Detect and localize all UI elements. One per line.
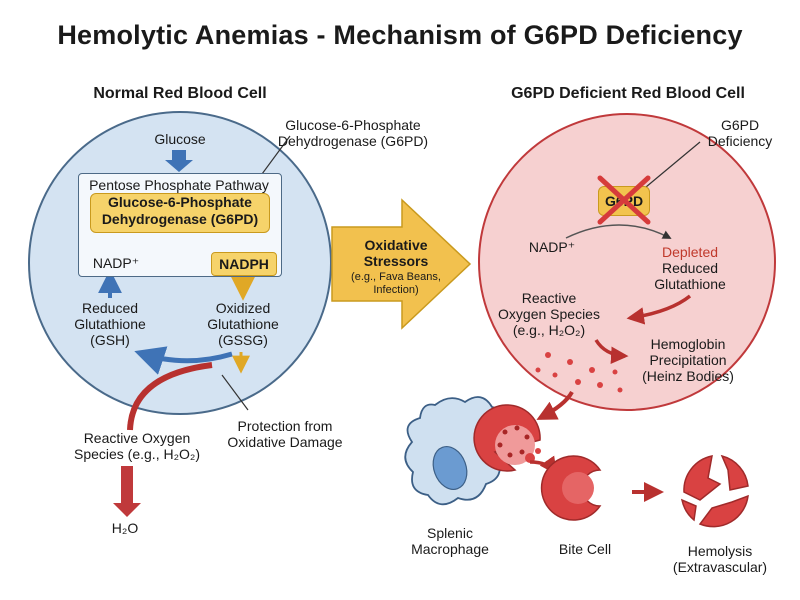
deficiency-callout-line (639, 141, 701, 193)
ros-left-line2: Species (e.g., H₂O₂) (73, 446, 201, 462)
g6pd-line1: Glucose-6-Phosphate (108, 194, 252, 210)
enzyme-callout-label: Glucose-6-Phosphate Dehydrogenase (G6PD) (268, 117, 438, 149)
glucose-arrow (165, 150, 193, 172)
hemolysis-label: Hemolysis (Extravascular) (660, 543, 780, 575)
macrophage-label: Splenic Macrophage (400, 525, 500, 557)
blocked-x-icon (597, 175, 651, 225)
ros-label-left: Reactive Oxygen Species (e.g., H₂O₂) (52, 430, 222, 462)
hemoglobin-line3: (Heinz Bodies) (642, 368, 734, 384)
pathway-label: Pentose Phosphate Pathway (89, 177, 269, 193)
oxidized-gssg-label: Oxidized Glutathione (GSSG) (198, 300, 288, 348)
water-label: H₂O (111, 520, 139, 536)
macrophage-nucleus (432, 446, 468, 490)
hemolysis-line2: (Extravascular) (672, 559, 768, 575)
gssg-to-gsh-arrow (134, 346, 233, 375)
heinz-bodies (535, 352, 623, 393)
gssg-line2: Glutathione (207, 316, 279, 332)
gsh-line1: Reduced (81, 300, 139, 316)
stressor-arrow (331, 198, 472, 330)
glutathione-line1: Reduced (661, 260, 719, 276)
engulfed-rbc-center (495, 425, 535, 465)
nadph-box: NADPH (211, 252, 277, 276)
normal-rbc-heading: Normal Red Blood Cell (93, 85, 267, 102)
protection-callout-line (221, 374, 249, 411)
gsh-line3: (GSH) (90, 332, 130, 348)
blocked-pathway-arrow (565, 224, 672, 239)
nadp-label-right: NADP⁺ (528, 239, 576, 255)
ros-right-line1: Reactive (521, 290, 577, 306)
nadp-label: NADP⁺ (92, 255, 140, 271)
stressor-sub-line1: (e.g., Fava Beans, (351, 271, 441, 283)
reduced-gsh-label: Reduced Glutathione (GSH) (65, 300, 155, 348)
hemoglobin-line1: Hemoglobin (650, 336, 726, 352)
stressor-label: Oxidative Stressors (e.g., Fava Beans, I… (330, 237, 462, 297)
gssg-line1: Oxidized (215, 300, 271, 316)
bite-cell-label: Bite Cell (558, 541, 612, 557)
enzyme-callout-line1: Glucose-6-Phosphate (285, 117, 421, 133)
hemoglobin-label: Hemoglobin Precipitation (Heinz Bodies) (628, 336, 748, 384)
page-title: Hemolytic Anemias - Mechanism of G6PD De… (57, 20, 743, 50)
g6pd-line2: Dehydrogenase (G6PD) (101, 211, 259, 227)
gsh-line2: Glutathione (74, 316, 146, 332)
hemolysis-line1: Hemolysis (687, 543, 753, 559)
gssg-line3: (GSSG) (218, 332, 268, 348)
depleted-to-ros-arrow (626, 294, 692, 325)
deficiency-callout-label: G6PD Deficiency (690, 117, 790, 149)
protection-line2: Oxidative Damage (227, 434, 343, 450)
stressor-title-line2: Stressors (363, 253, 429, 269)
enzyme-callout-line2: Dehydrogenase (G6PD) (277, 133, 429, 149)
ros-label-right: Reactive Oxygen Species (e.g., H₂O₂) (484, 290, 614, 338)
ros-to-water-arrow (113, 466, 141, 517)
stressor-sub-line2: Infection) (373, 284, 419, 296)
ros-to-hemoglobin-arrow (594, 339, 629, 365)
macrophage-line1: Splenic (427, 525, 473, 541)
deficiency-line1: G6PD (720, 117, 760, 133)
stressor-title-line1: Oxidative (364, 237, 428, 253)
depleted-glutathione-label: Depleted Reduced Glutathione (635, 244, 745, 292)
protection-label: Protection from Oxidative Damage (210, 418, 360, 450)
deficient-rbc-circle (478, 113, 776, 411)
bite-fragment (535, 448, 541, 454)
glucose-label: Glucose (154, 131, 206, 147)
ros-right-line3: (e.g., H₂O₂) (512, 322, 586, 338)
ros-right-line2: Oxygen Species (498, 306, 600, 322)
protection-line1: Protection from (237, 418, 333, 434)
hemoglobin-line2: Precipitation (649, 352, 727, 368)
to-macrophage-arrow (536, 390, 574, 420)
deficiency-line2: Deficiency (707, 133, 773, 149)
engulfed-heinz-bodies (497, 425, 530, 458)
bite-cell-center (562, 472, 594, 504)
depleted-label: Depleted (661, 244, 719, 260)
hemolysis-cell (680, 454, 749, 528)
g6pd-enzyme-box: Glucose-6-Phosphate Dehydrogenase (G6PD) (90, 193, 270, 233)
ros-left-line1: Reactive Oxygen (83, 430, 191, 446)
glutathione-line2: Glutathione (654, 276, 726, 292)
macrophage-line2: Macrophage (411, 541, 489, 557)
deficient-rbc-heading: G6PD Deficient Red Blood Cell (511, 85, 745, 102)
ros-detox-arrow (127, 362, 213, 431)
